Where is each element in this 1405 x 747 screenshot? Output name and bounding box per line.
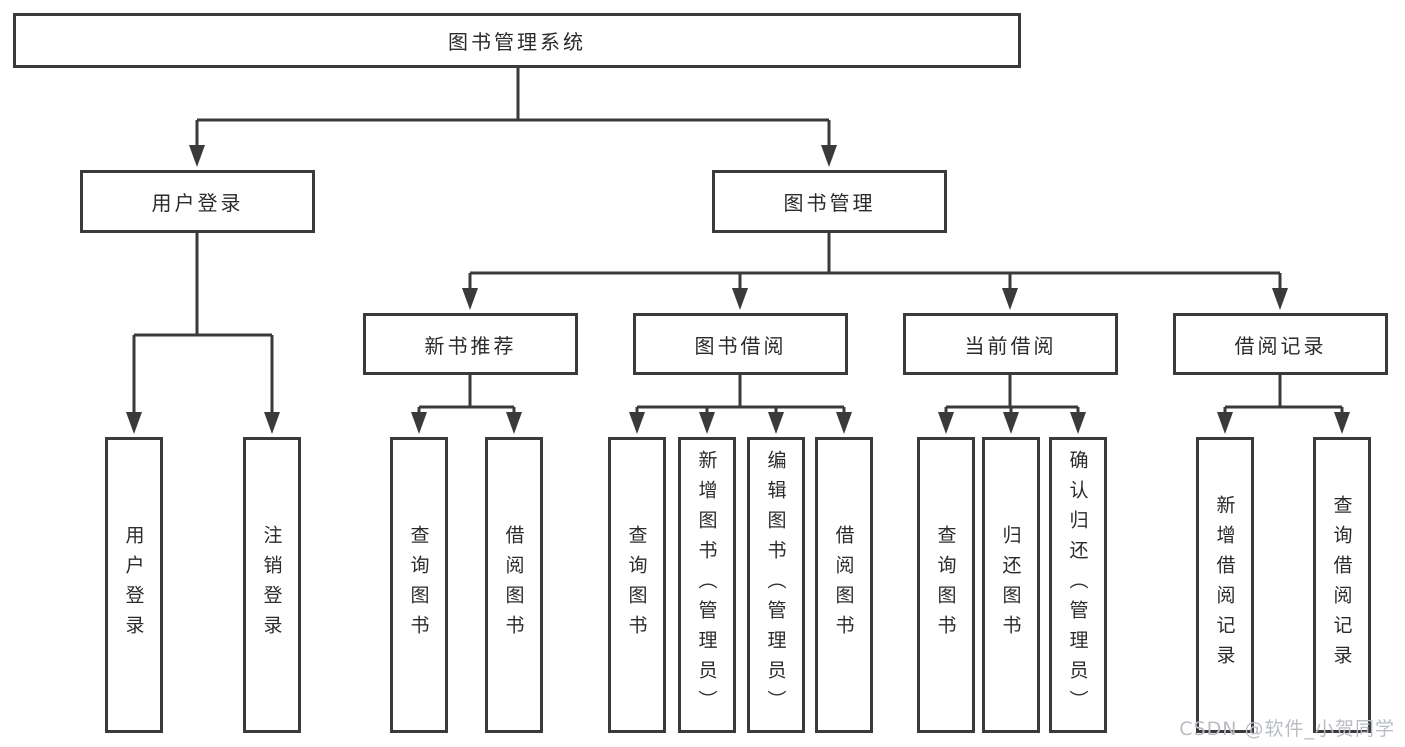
leaf-current-query-books-label: 查询图书 [934,525,957,645]
leaf-logout: 注销登录 [243,437,301,733]
leaf-current-return-books-label: 归还图书 [999,525,1022,645]
node-user-login: 用户登录 [80,170,315,233]
leaf-newbook-query-books-label: 查询图书 [407,525,430,645]
csdn-watermark: CSDN @软件_小贺同学 [1179,718,1395,740]
leaf-current-confirm-return-admin-label: 确认归还（管理员） [1066,450,1089,720]
leaf-logout-label: 注销登录 [260,525,283,645]
leaf-records-add-record: 新增借阅记录 [1196,437,1254,733]
node-book-borrowing: 图书借阅 [633,313,848,375]
leaf-records-query-record-label: 查询借阅记录 [1330,495,1353,675]
node-root-label: 图书管理系统 [448,30,586,54]
node-book-management: 图书管理 [712,170,947,233]
leaf-current-query-books: 查询图书 [917,437,975,733]
leaf-borrowing-add-books-admin-label: 新增图书（管理员） [695,450,718,720]
leaf-current-return-books: 归还图书 [982,437,1040,733]
node-borrowing-records-label: 借阅记录 [1234,333,1327,358]
node-new-book-recommend-label: 新书推荐 [424,333,517,358]
leaf-current-confirm-return-admin: 确认归还（管理员） [1049,437,1107,733]
leaf-user-login-label: 用户登录 [122,525,145,645]
leaf-records-add-record-label: 新增借阅记录 [1213,495,1236,675]
arrowheads [126,145,1350,434]
node-new-book-recommend: 新书推荐 [363,313,578,375]
node-current-borrowing: 当前借阅 [903,313,1118,375]
leaf-records-query-record: 查询借阅记录 [1313,437,1371,733]
leaf-borrowing-borrow-books: 借阅图书 [815,437,873,733]
leaf-newbook-borrow-books: 借阅图书 [485,437,543,733]
leaf-borrowing-borrow-books-label: 借阅图书 [832,525,855,645]
leaf-borrowing-add-books-admin: 新增图书（管理员） [678,437,736,733]
leaf-borrowing-query-books-label: 查询图书 [625,525,648,645]
node-borrowing-records: 借阅记录 [1173,313,1388,375]
node-book-borrowing-label: 图书借阅 [694,333,787,358]
leaf-borrowing-query-books: 查询图书 [608,437,666,733]
node-book-management-label: 图书管理 [783,191,876,215]
leaf-borrowing-edit-books-admin-label: 编辑图书（管理员） [764,450,787,720]
leaf-newbook-query-books: 查询图书 [390,437,448,733]
node-current-borrowing-label: 当前借阅 [964,333,1057,358]
leaf-newbook-borrow-books-label: 借阅图书 [502,525,525,645]
leaf-borrowing-edit-books-admin: 编辑图书（管理员） [747,437,805,733]
node-user-login-label: 用户登录 [151,191,244,215]
leaf-user-login: 用户登录 [105,437,163,733]
node-root: 图书管理系统 [13,13,1021,68]
